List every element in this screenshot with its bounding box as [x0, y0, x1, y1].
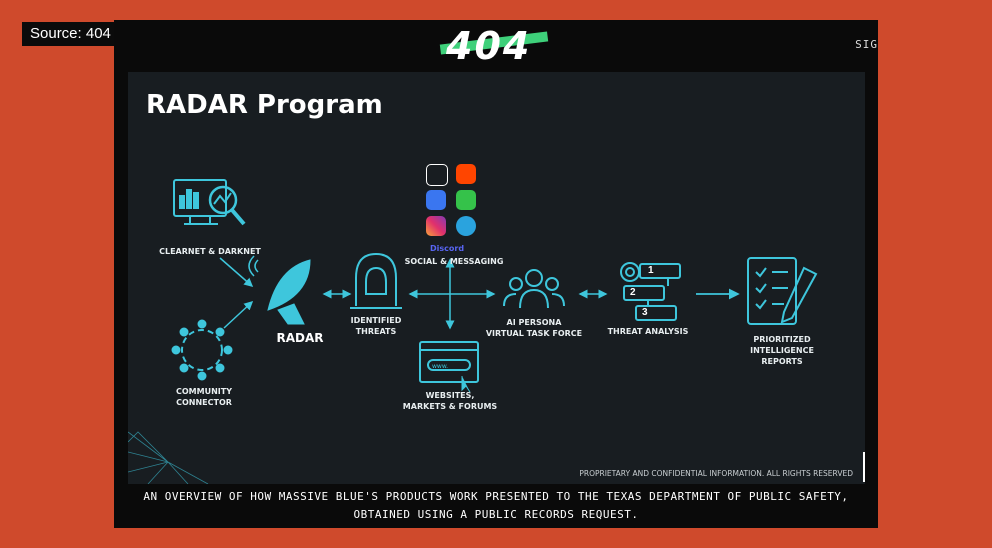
label-community: COMMUNITY CONNECTOR — [175, 387, 233, 407]
hooded-figure-icon — [350, 252, 402, 309]
video-caption: AN OVERVIEW OF HOW MASSIVE BLUE'S PRODUC… — [114, 488, 878, 524]
browser-icon — [419, 341, 479, 393]
label-social: SOCIAL & MESSAGING — [404, 257, 504, 266]
site-header: 404 SIG — [114, 20, 878, 72]
caption-line-1: AN OVERVIEW OF HOW MASSIVE BLUE'S PRODUC… — [143, 490, 849, 503]
proprietary-notice: PROPRIETARY AND CONFIDENTIAL INFORMATION… — [579, 469, 853, 478]
caption-line-2: OBTAINED USING A PUBLIC RECORDS REQUEST. — [353, 508, 639, 521]
analysis-step-1: 1 — [648, 265, 654, 276]
slide-title: RADAR Program — [146, 90, 383, 120]
group-people-icon — [503, 269, 565, 309]
video-frame: 404 SIG RADAR Program — [114, 20, 878, 528]
report-checklist-icon — [747, 257, 818, 325]
label-analysis: THREAT ANALYSIS — [607, 327, 689, 336]
snapchat-icon — [426, 164, 448, 186]
discord-icon: Discord — [430, 244, 465, 253]
label-clearnet: CLEARNET & DARKNET — [159, 247, 261, 256]
signal-icon — [426, 190, 446, 210]
label-reports: PRIORITIZED INTELLIGENCE REPORTS — [750, 335, 814, 366]
network-decoration — [128, 431, 209, 484]
analysis-steps-icon — [620, 262, 681, 321]
label-threats: IDENTIFIED THREATS — [350, 316, 402, 336]
site-logo[interactable]: 404 — [446, 24, 532, 68]
slide-edge-marker — [863, 452, 865, 482]
analysis-step-3: 3 — [642, 307, 648, 318]
community-icon — [171, 319, 233, 381]
telegram-icon — [456, 216, 476, 236]
analysis-step-2: 2 — [630, 287, 636, 298]
browser-url-text: www. — [432, 363, 448, 370]
instagram-icon — [426, 216, 446, 236]
label-websites: WEBSITES, MARKETS & FORUMS — [402, 391, 498, 411]
sign-in-link[interactable]: SIG — [855, 38, 878, 51]
monitor-search-icon — [173, 179, 246, 226]
label-radar: RADAR — [276, 331, 324, 345]
slide: RADAR Program — [128, 72, 865, 484]
label-ai-persona: AI PERSONA VIRTUAL TASK FORCE — [485, 318, 583, 338]
line-icon — [456, 190, 476, 210]
radar-dish-icon — [248, 255, 311, 325]
reddit-icon — [456, 164, 476, 184]
diagram-graphics: www. — [128, 179, 818, 484]
